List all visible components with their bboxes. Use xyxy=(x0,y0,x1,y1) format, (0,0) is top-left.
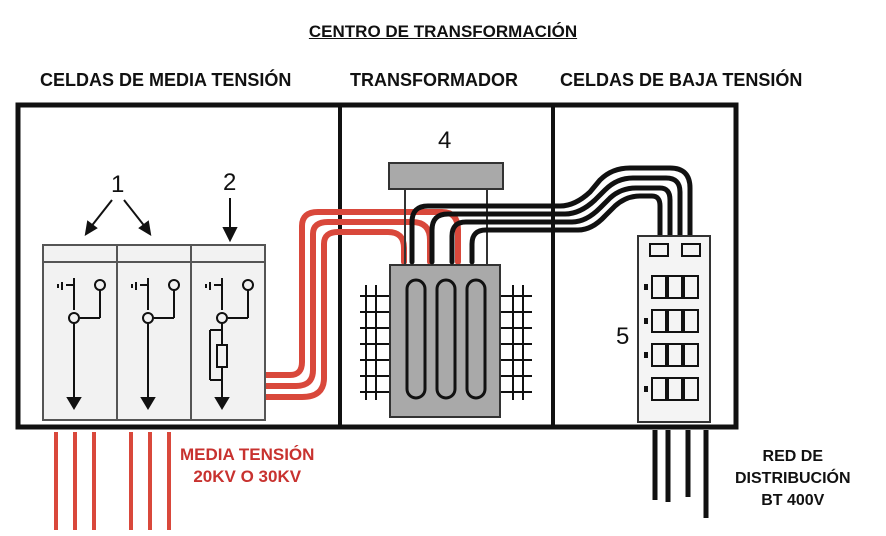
transformer-top-tank xyxy=(388,162,504,190)
mv-cell-group xyxy=(42,244,266,421)
red-label-line3: BT 400V xyxy=(761,492,825,509)
lv-panel: 5 xyxy=(616,235,711,423)
mv-cell-switch xyxy=(131,278,180,410)
mv-label-line2: 20KV O 30KV xyxy=(193,467,302,486)
section-label-transformer: TRANSFORMADOR xyxy=(350,70,518,90)
distribution-network-label: RED DE DISTRIBUCIÓN BT 400V xyxy=(735,446,851,512)
lv-distribution-cables xyxy=(652,430,709,518)
lv-panel-box xyxy=(637,235,711,423)
lv-cable-bundle xyxy=(409,165,693,265)
label-number-1: 1 xyxy=(111,171,124,198)
section-label-medium-voltage: CELDAS DE MEDIA TENSIÓN xyxy=(40,70,292,90)
mv-cable xyxy=(263,229,407,400)
mv-label-line1: MEDIA TENSIÓN xyxy=(180,445,315,464)
red-label-line2: DISTRIBUCIÓN xyxy=(735,470,851,487)
label-number-5: 5 xyxy=(616,323,629,350)
cooling-fins xyxy=(360,285,532,400)
lv-fuse-array xyxy=(651,275,699,401)
mv-voltage-label: MEDIA TENSIÓN 20KV O 30KV xyxy=(180,444,314,488)
mv-cells: 1 2 xyxy=(42,169,266,421)
label-number-2: 2 xyxy=(223,169,236,196)
callout-arrows xyxy=(84,198,238,243)
diagram-title: CENTRO DE TRANSFORMACIÓN xyxy=(308,22,578,41)
enclosure-outline xyxy=(15,102,739,430)
red-label-line1: RED DE xyxy=(762,448,823,465)
mv-cable-bundle xyxy=(263,209,461,400)
mv-cable xyxy=(263,209,461,378)
transformer: 4 xyxy=(360,127,532,418)
transformer-windings xyxy=(405,278,487,400)
label-number-4: 4 xyxy=(438,127,451,154)
mv-cable xyxy=(263,219,433,389)
section-label-low-voltage: CELDAS DE BAJA TENSIÓN xyxy=(560,70,803,90)
mv-incoming-cables xyxy=(54,432,171,530)
mv-cell-switch xyxy=(57,278,106,410)
mv-cell-fuse-switch xyxy=(205,278,254,410)
